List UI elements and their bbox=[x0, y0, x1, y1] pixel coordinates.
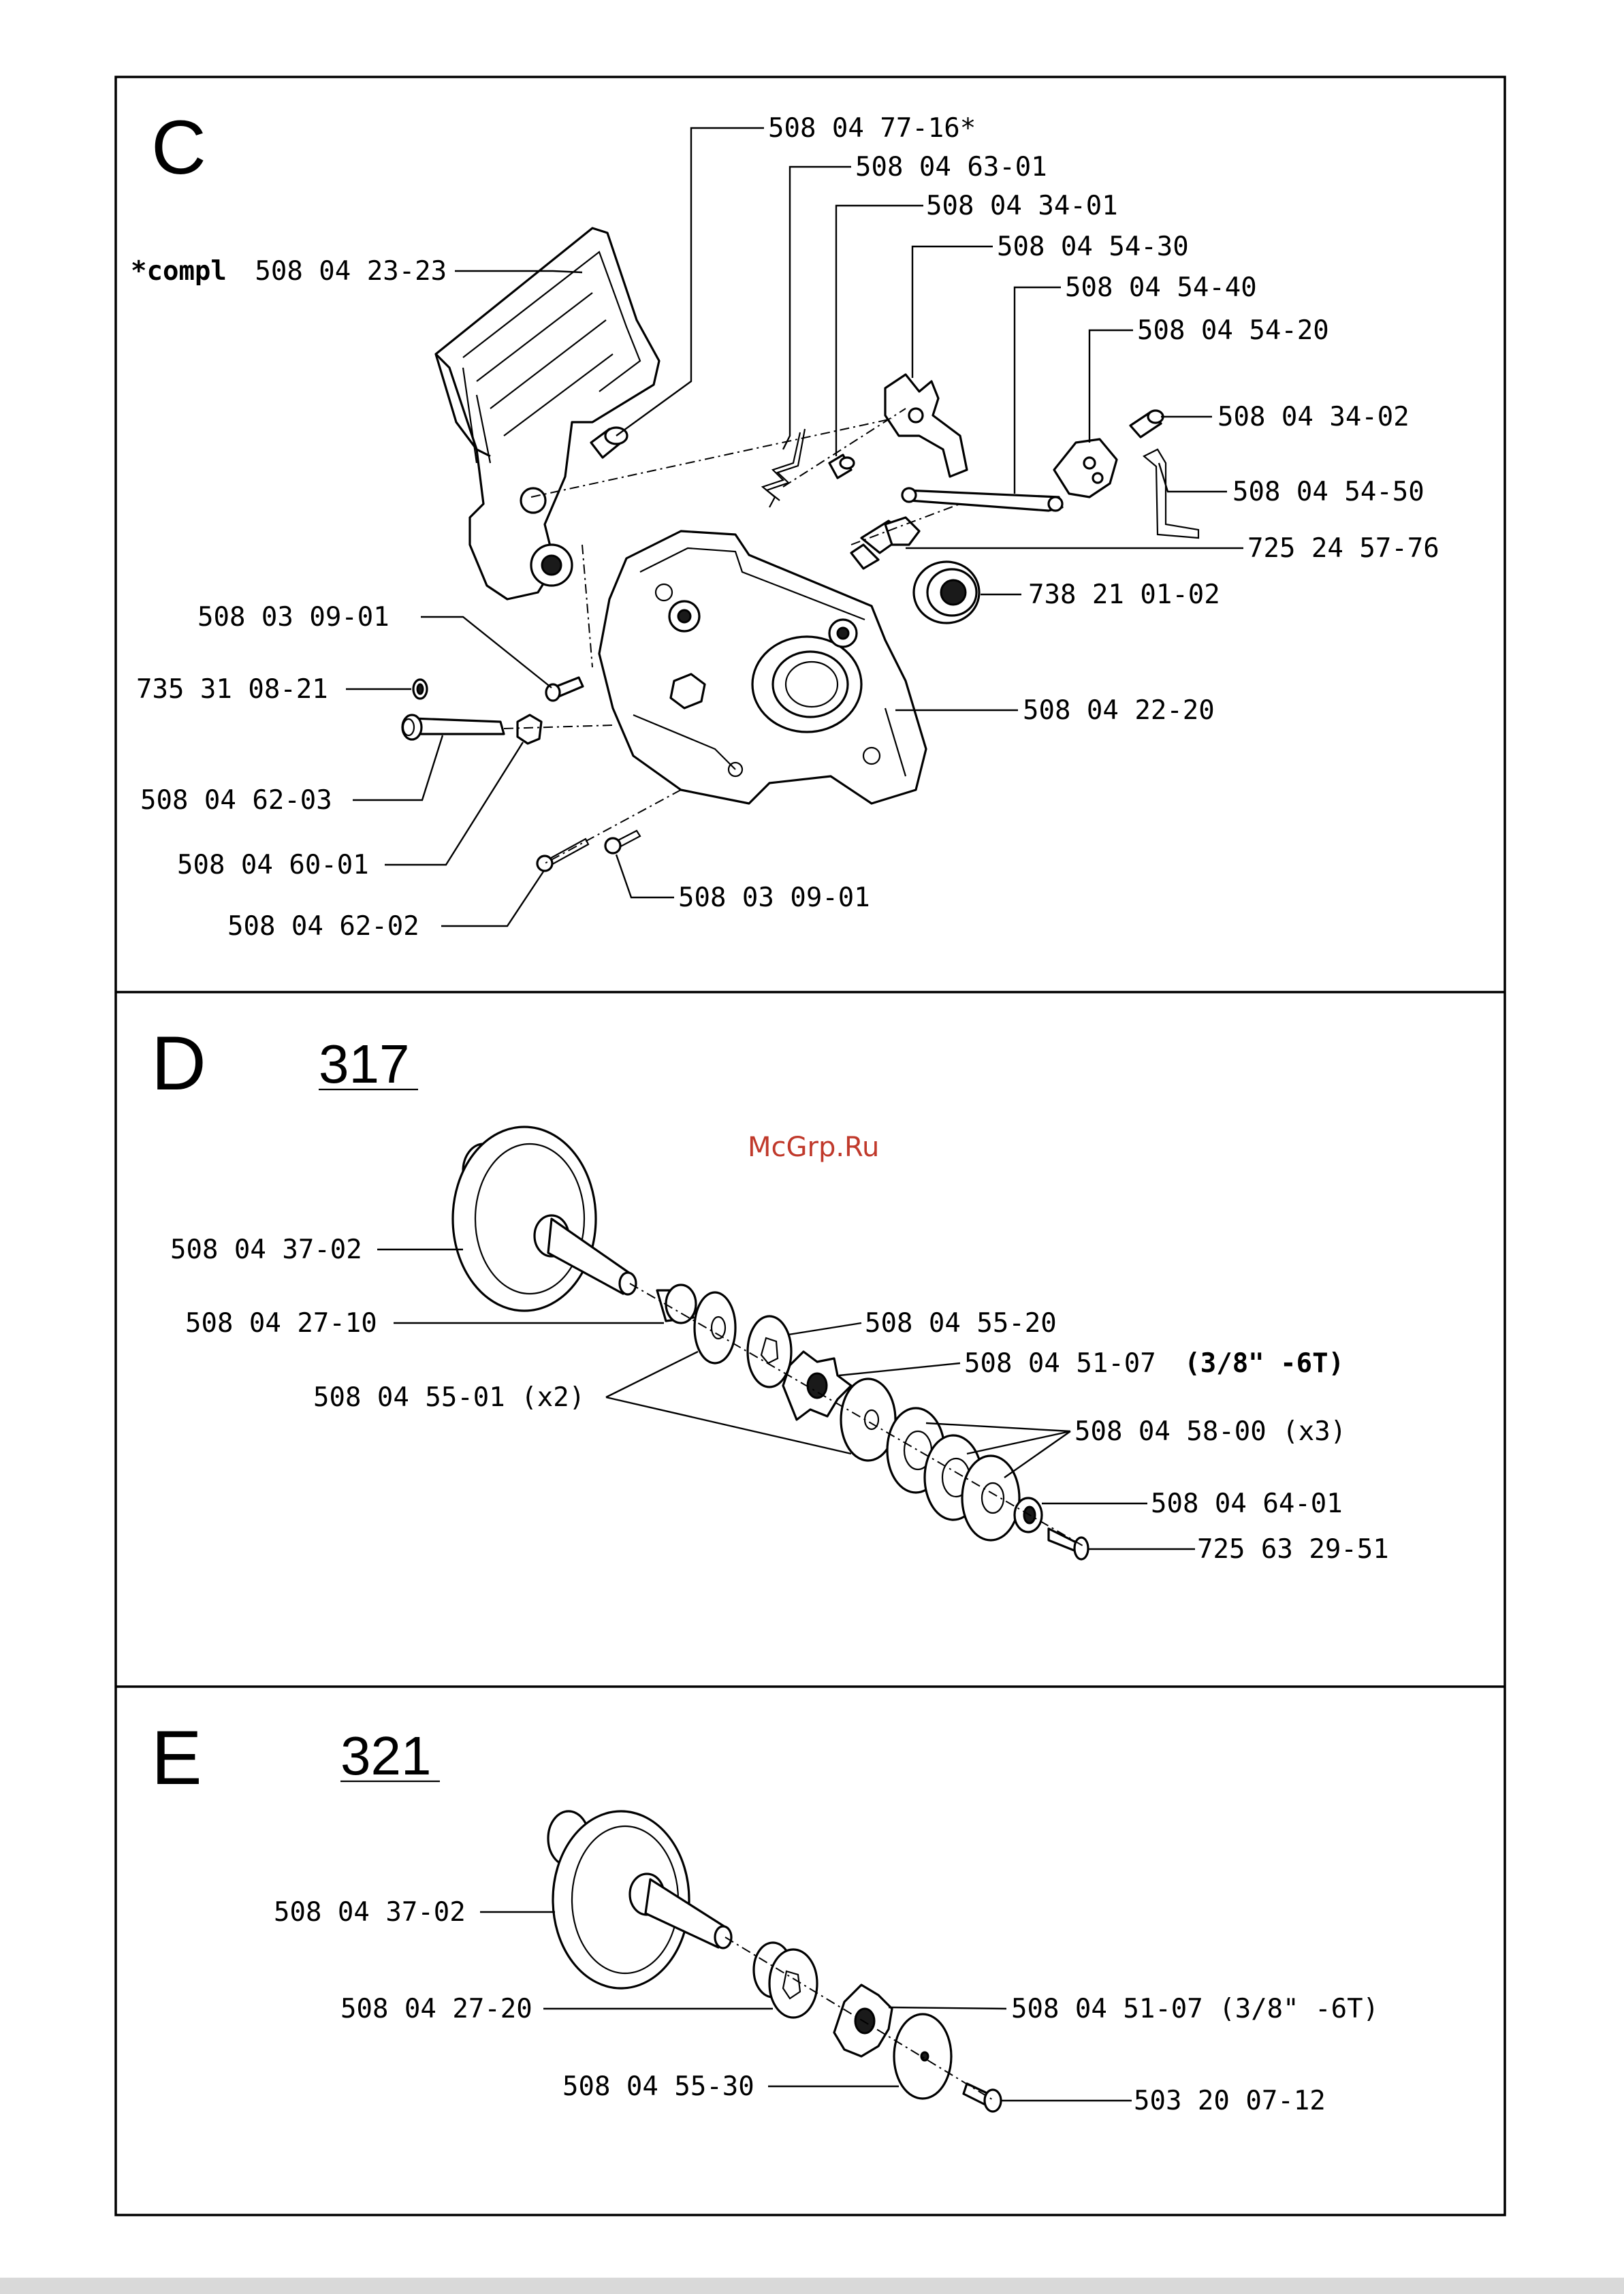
callout-c-18: 508 03 09-01 bbox=[678, 882, 870, 913]
callout-c-3: 508 04 34-01 bbox=[926, 191, 1118, 221]
callout-d-3: 508 04 55-01 (x2) bbox=[313, 1382, 585, 1413]
callout-d-2: 508 04 27-10 bbox=[185, 1308, 377, 1339]
callout-c-4: 508 04 54-30 bbox=[997, 232, 1189, 262]
washers-illustration bbox=[693, 1291, 793, 1388]
callout-e-2: 508 04 27-20 bbox=[340, 1994, 532, 2024]
adjust-screw-illustration bbox=[401, 714, 505, 741]
callout-c-14: 735 31 08-21 bbox=[136, 674, 328, 705]
section-d-callouts: 508 04 37-02 508 04 27-10 508 04 55-01 (… bbox=[170, 1234, 1389, 1565]
clutch-drum-illustration bbox=[451, 1126, 637, 1312]
brake-rod-illustration bbox=[1143, 448, 1200, 539]
callout-c-15: 508 04 62-03 bbox=[140, 785, 332, 816]
screw-e-illustration bbox=[962, 2082, 1002, 2113]
section-e-model: 321 bbox=[340, 1725, 431, 1786]
bushing-illustration bbox=[828, 453, 855, 479]
small-pin-illustration bbox=[1129, 409, 1164, 439]
washer-e-illustration bbox=[893, 2013, 953, 2100]
section-e-letter: E bbox=[151, 1715, 202, 1800]
hand-guard-illustration bbox=[434, 227, 660, 601]
callout-d-5-note: (3/8" -6T) bbox=[1184, 1348, 1344, 1379]
callout-c-16: 508 04 60-01 bbox=[177, 850, 369, 880]
clutch-cover-illustration bbox=[598, 530, 927, 805]
callout-c-9: 725 24 57-76 bbox=[1247, 533, 1439, 564]
callout-c-12: *compl 508 04 23-23 bbox=[131, 256, 447, 287]
bolt-illustration bbox=[850, 516, 921, 570]
diagram-frame bbox=[114, 76, 1506, 2216]
nut-illustration bbox=[1013, 1497, 1043, 1533]
callout-d-5-part: 508 04 51-07 bbox=[964, 1348, 1156, 1379]
callout-c-17: 508 04 62-02 bbox=[227, 911, 419, 942]
callout-d-1: 508 04 37-02 bbox=[170, 1234, 362, 1265]
callout-c-6: 508 04 54-20 bbox=[1137, 315, 1329, 346]
brake-lever-illustration bbox=[884, 373, 968, 478]
callout-c-8: 508 04 54-50 bbox=[1232, 477, 1424, 507]
callout-c-1: 508 04 77-16* bbox=[768, 113, 976, 144]
adjust-nut-illustration bbox=[516, 714, 543, 745]
section-d-drawing bbox=[451, 1126, 1089, 1561]
clutch-shoes-illustration bbox=[840, 1377, 1021, 1542]
callout-d-4: 508 04 55-20 bbox=[865, 1308, 1057, 1339]
callout-c-2: 508 04 63-01 bbox=[855, 152, 1047, 182]
sprocket-illustration bbox=[782, 1350, 853, 1421]
callout-c-12-prefix: *compl bbox=[131, 256, 227, 287]
bearing-illustration bbox=[912, 560, 981, 624]
section-e-drawing bbox=[547, 1810, 1002, 2113]
callout-c-12-part: 508 04 23-23 bbox=[255, 256, 447, 287]
section-c-drawing bbox=[401, 227, 1200, 872]
screw-upper-illustration bbox=[545, 676, 584, 702]
callout-e-5: 503 20 07-12 bbox=[1134, 2086, 1326, 2116]
section-d-model: 317 bbox=[319, 1034, 409, 1094]
callout-c-7: 508 04 34-02 bbox=[1217, 402, 1410, 432]
section-e-callouts: 508 04 37-02 508 04 27-20 508 04 55-30 5… bbox=[274, 1897, 1379, 2116]
spring-washer-illustration bbox=[412, 678, 428, 700]
callout-c-10: 738 21 01-02 bbox=[1028, 579, 1220, 610]
link-rod-illustration bbox=[901, 487, 1064, 512]
callout-d-8: 725 63 29-51 bbox=[1197, 1534, 1389, 1565]
rim-sprocket-hub-illustration bbox=[752, 1941, 818, 2019]
watermark: McGrp.Ru bbox=[748, 1132, 879, 1163]
callout-c-11: 508 04 22-20 bbox=[1023, 695, 1215, 726]
callout-d-6: 508 04 58-00 (x3) bbox=[1074, 1416, 1346, 1447]
section-d-letter: D bbox=[151, 1021, 206, 1106]
section-c-callouts: 508 04 77-16* 508 04 63-01 508 04 34-01 … bbox=[131, 113, 1439, 942]
clutch-drum-e-illustration bbox=[547, 1810, 733, 1990]
callout-e-3: 508 04 55-30 bbox=[562, 2071, 754, 2102]
callout-c-13: 508 03 09-01 bbox=[197, 602, 389, 633]
screw-lower-illustration bbox=[536, 829, 641, 872]
callout-d-5: 508 04 51-07 (3/8" -6T) bbox=[964, 1348, 1344, 1379]
bracket-illustration bbox=[1053, 438, 1118, 498]
callout-e-1: 508 04 37-02 bbox=[274, 1897, 466, 1928]
spring-illustration bbox=[761, 428, 806, 508]
screw-d-illustration bbox=[1047, 1527, 1089, 1561]
needle-bearing-illustration bbox=[656, 1284, 697, 1324]
page-bottom-strip bbox=[0, 2278, 1624, 2294]
callout-e-4: 508 04 51-07 (3/8" -6T) bbox=[1011, 1994, 1379, 2024]
section-c-letter: C bbox=[151, 105, 206, 190]
callout-c-5: 508 04 54-40 bbox=[1065, 272, 1257, 303]
callout-d-7: 508 04 64-01 bbox=[1151, 1488, 1343, 1519]
